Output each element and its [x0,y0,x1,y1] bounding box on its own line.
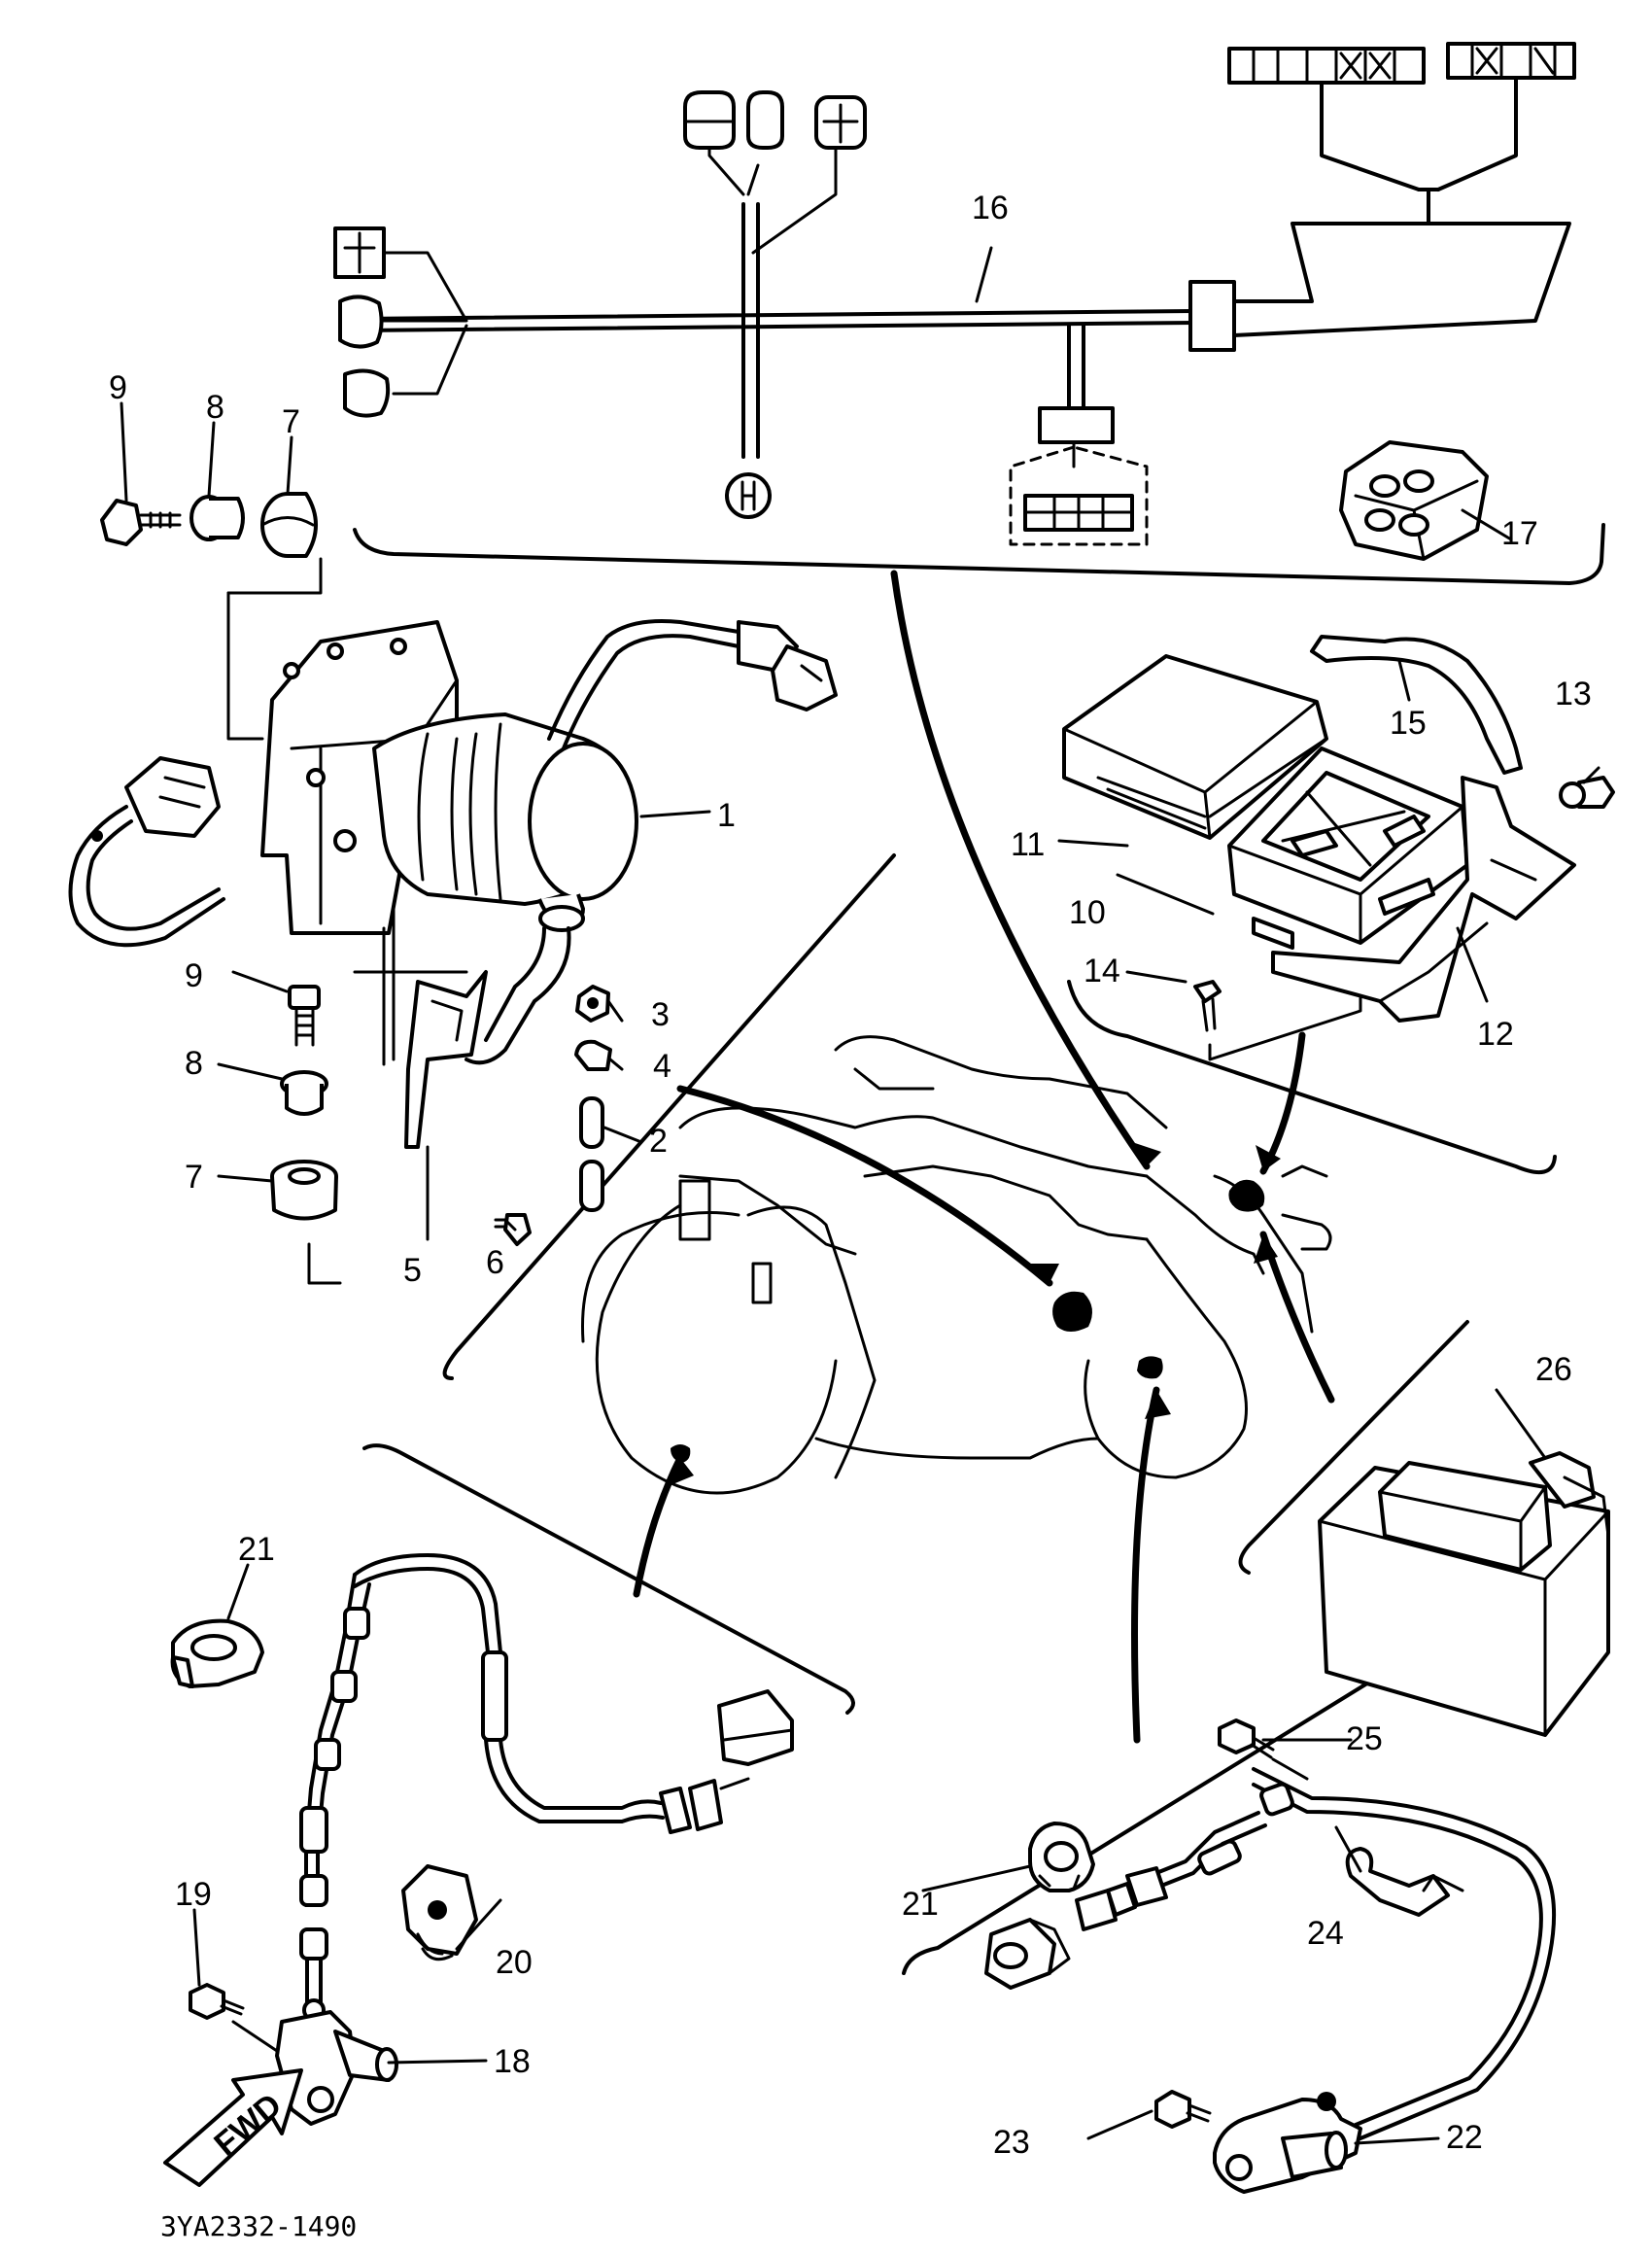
callout-26: 26 [1535,1351,1572,1388]
callout-17: 17 [1501,515,1538,552]
callout-8b: 8 [185,1045,203,1082]
callout-25: 25 [1346,1720,1383,1757]
relay-26 [1318,1451,1610,1737]
motorcycle-outline [581,1035,1332,1495]
connector-17 [1339,440,1513,561]
callout-7a: 7 [282,403,300,440]
callout-13: 13 [1555,676,1592,712]
callout-7b: 7 [185,1159,203,1196]
fasteners-left [100,492,612,1246]
callout-24: 24 [1307,1915,1344,1952]
callout-15: 15 [1390,705,1427,742]
callout-21b: 21 [902,1886,939,1923]
callout-19: 19 [175,1876,212,1913]
region-boundaries [353,523,1605,1975]
callout-14: 14 [1084,953,1120,989]
callout-numbers: 1 2 3 4 5 6 7 7 8 8 9 9 10 11 12 13 14 1… [109,190,1592,2161]
callout-21a: 21 [238,1531,275,1568]
callout-2: 2 [649,1123,668,1160]
leader-curves [633,570,1335,1744]
callout-20: 20 [496,1944,533,1981]
callout-5: 5 [403,1252,422,1289]
callout-16: 16 [972,190,1009,226]
ecu-group [1062,635,1615,1061]
callout-8a: 8 [206,389,224,426]
bracket-5 [307,970,488,1285]
callout-18: 18 [494,2043,531,2080]
abs-unit [68,557,838,1066]
wire-harness [333,42,1576,546]
callout-3: 3 [651,996,670,1033]
callout-leaders [120,246,1600,2145]
callout-9b: 9 [185,957,203,994]
callout-9a: 9 [109,369,127,406]
callout-23: 23 [993,2124,1030,2161]
callout-10: 10 [1069,894,1106,931]
callout-1: 1 [717,797,736,834]
callout-12: 12 [1477,1016,1514,1053]
callout-4: 4 [653,1048,671,1085]
callout-11: 11 [1011,826,1045,863]
front-wheel-sensor: FWD [163,1553,794,2187]
callout-22: 22 [1446,2119,1483,2156]
drawing-code: 3YA2332-1490 [160,2210,357,2242]
callout-6: 6 [486,1244,504,1281]
rear-wheel-sensor [984,1718,1557,2194]
